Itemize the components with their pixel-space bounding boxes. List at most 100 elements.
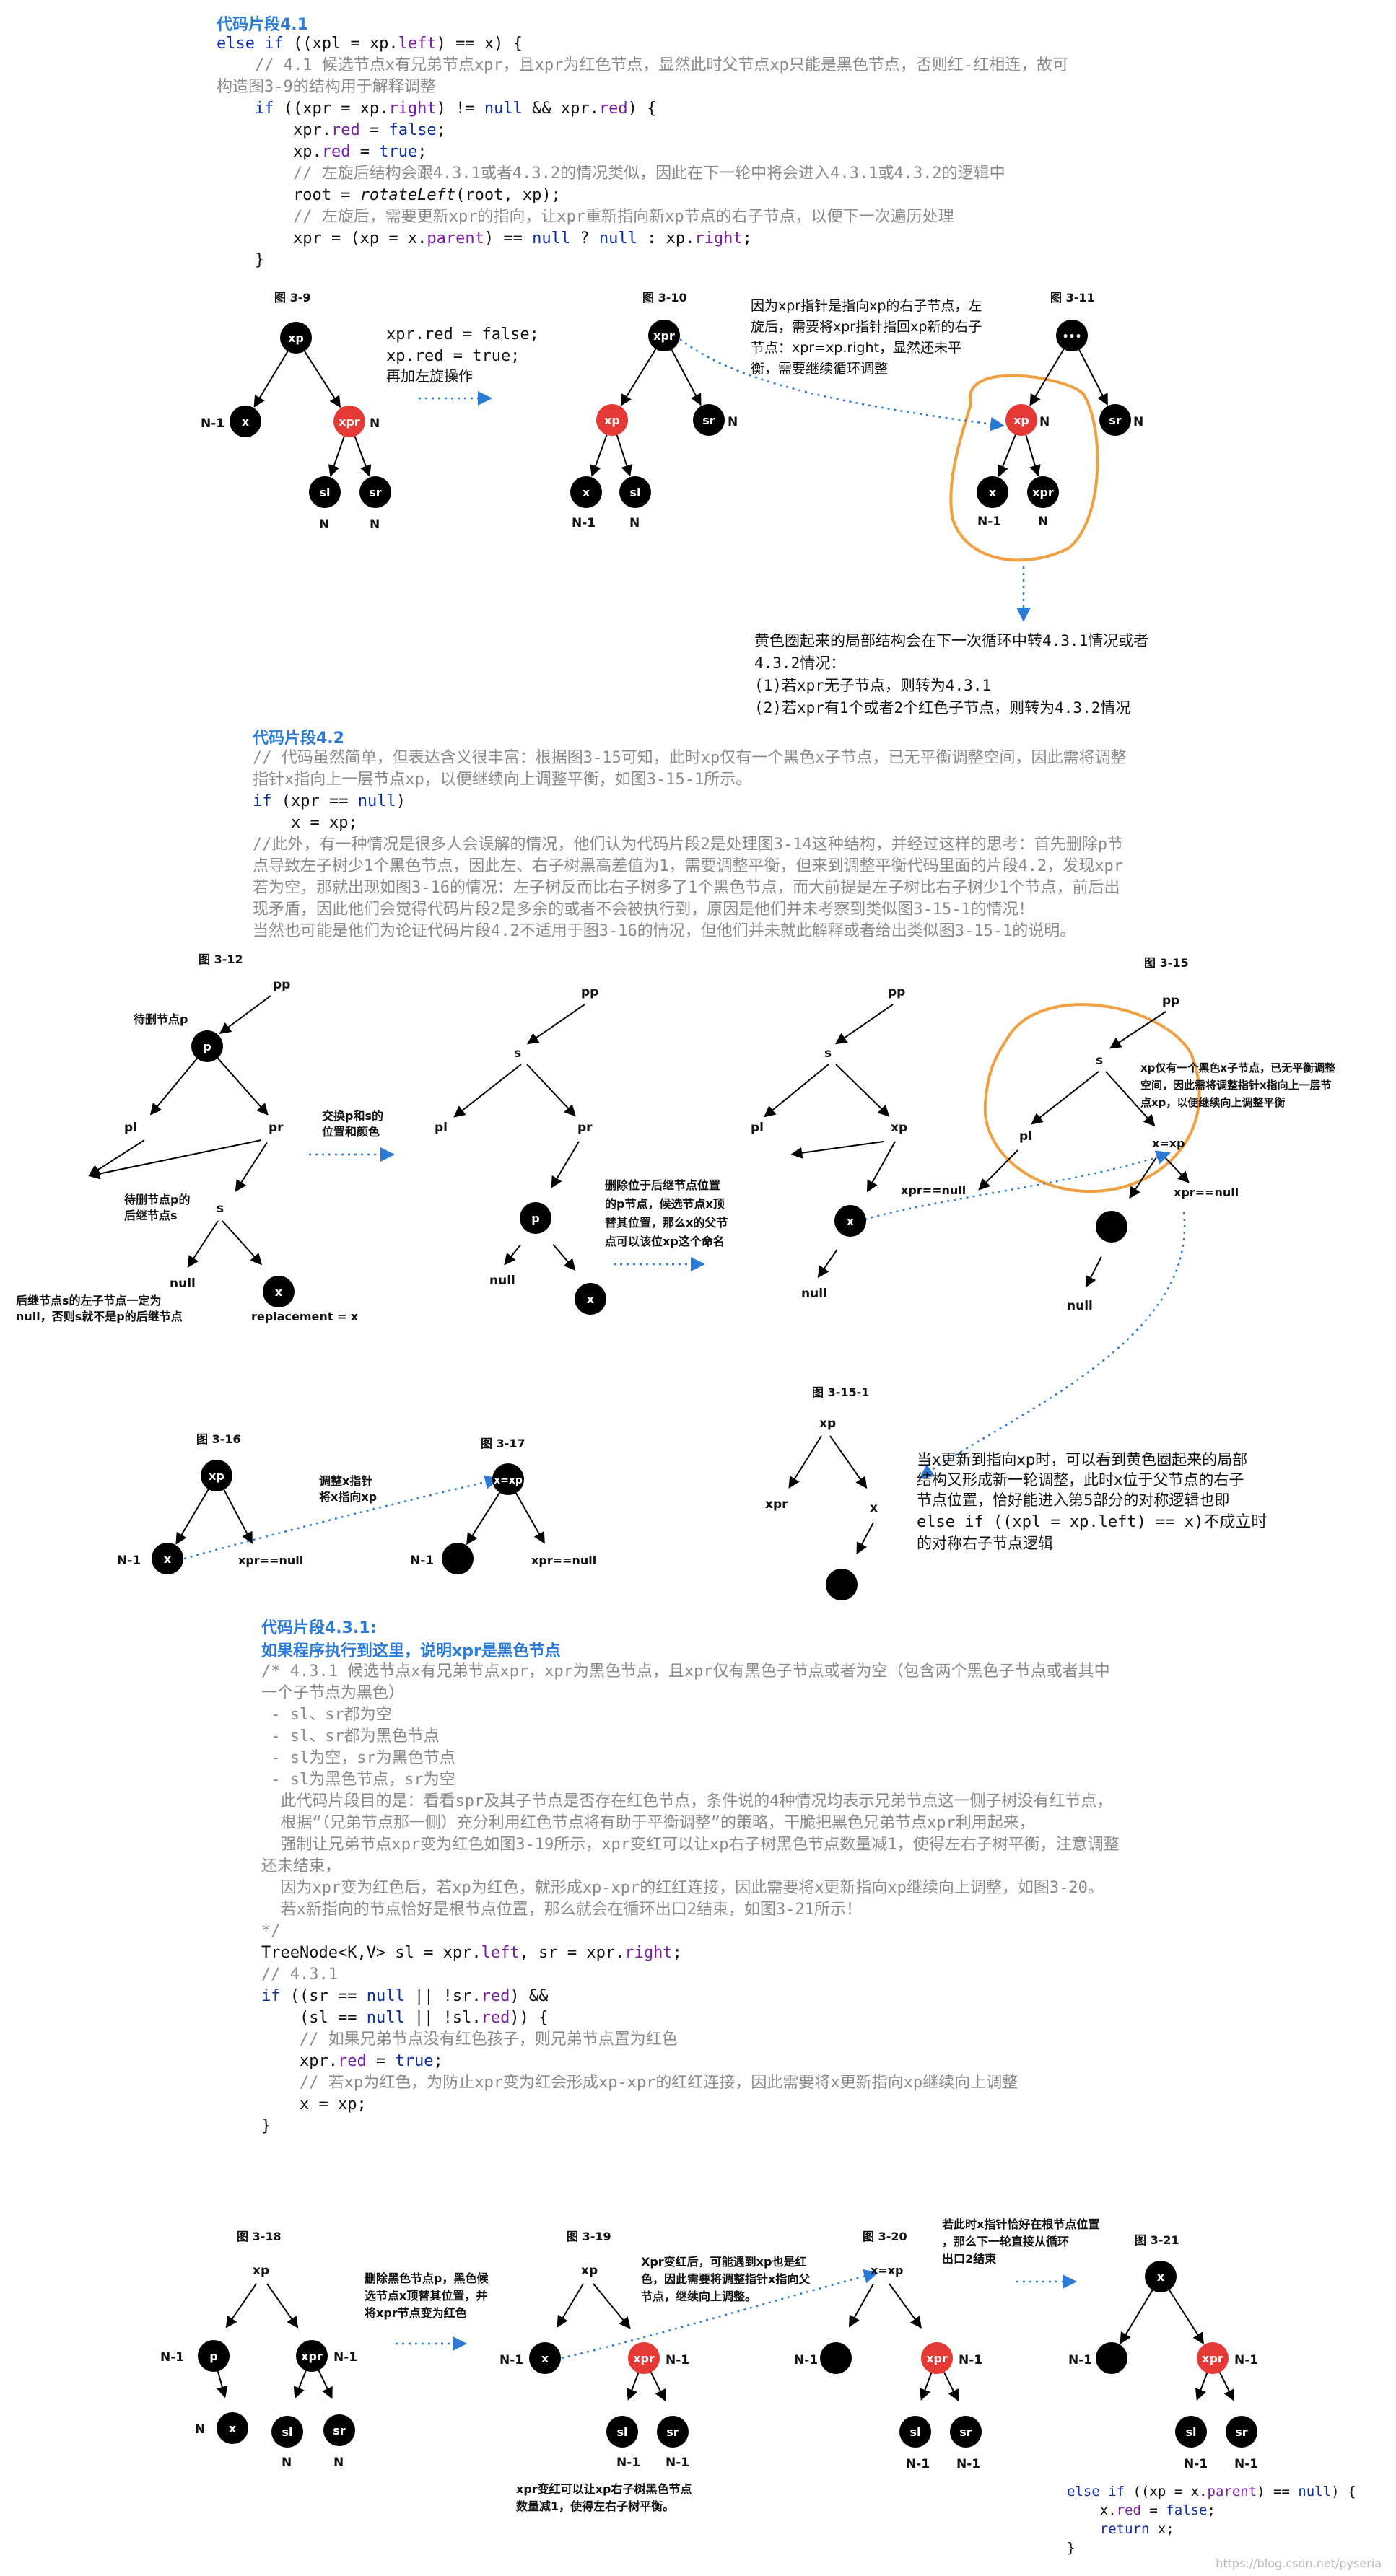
node-label: sr	[959, 2425, 972, 2439]
diagram-label: N-1	[666, 2353, 689, 2367]
node-label: xp	[1013, 413, 1029, 427]
code-line: 构造图3-9的结构用于解释调整	[217, 78, 436, 96]
diagram-label: N	[319, 517, 329, 532]
tree-edge	[835, 1064, 890, 1117]
diagram-label: xpr==null	[531, 1554, 596, 1567]
code-block-4-1: else if ((xpl = xp.left) == x) { // 4.1 …	[217, 33, 1068, 271]
figure-label-3-21: 图 3-21	[1135, 2233, 1179, 2247]
node-x_eq_xp	[492, 1463, 524, 1495]
node-p	[191, 1030, 223, 1062]
tree-edge	[526, 1064, 576, 1117]
node-xpr	[296, 2340, 328, 2372]
node-x	[570, 476, 602, 508]
diagram-label: 节点位置，恰好能进入第5部分的对称逻辑也即	[917, 1491, 1229, 1509]
tree-edge	[848, 2283, 874, 2328]
figure-label-3-15: 图 3-15	[1144, 956, 1189, 970]
node-label: sr	[702, 413, 715, 427]
code-line: // 4.3.1	[261, 1966, 338, 1984]
tree-edge	[293, 2370, 307, 2399]
code-line: x.red = false;	[1067, 2502, 1216, 2518]
arrow-xpr-move	[679, 338, 1005, 431]
diagram-label: xp仅有一个黑色x子节点，已无平衡调整	[1140, 1061, 1335, 1074]
tree-edge	[1029, 349, 1065, 406]
tree-edge	[978, 1149, 1018, 1191]
tree-edge	[217, 1057, 269, 1116]
tree-edge	[88, 1139, 262, 1180]
tree-edge	[788, 1435, 822, 1489]
tree-edge	[515, 1492, 545, 1544]
diagram-label: N-1	[956, 2457, 980, 2471]
code-line: 根据“（兄弟节点那一侧）充分利用红色节点将有助于平衡调整”的策略，干脆把黑色兄弟…	[261, 1814, 1035, 1832]
node-label: xpr	[633, 2352, 655, 2365]
diagram-label: Xpr变红后，可能遇到xp也是红	[641, 2255, 806, 2269]
node-label: x	[587, 1292, 595, 1306]
node-sr	[1099, 404, 1131, 436]
diagram-label: 调整x指针	[319, 1474, 372, 1488]
diagram-label: null	[801, 1287, 827, 1301]
diagram-label: 结构又形成新一轮调整，此时x位于父节点的右子	[917, 1471, 1244, 1489]
code-line: - sl、sr都为黑色节点	[261, 1727, 440, 1745]
diagram-label: N-1	[906, 2457, 930, 2471]
tree-edge	[1163, 1155, 1190, 1183]
code-line: if (xpr == null)	[253, 792, 406, 810]
code-line: xp.red = true;	[217, 143, 427, 161]
node-sl	[309, 476, 341, 508]
diagram-label: xp	[819, 1416, 836, 1431]
diagram-label: xpr.red = false;	[386, 325, 539, 343]
figure-label-3-10: 图 3-10	[642, 291, 687, 305]
node-sl	[271, 2416, 303, 2448]
diagram-label: null，否则s就不是p的后继节点	[16, 1310, 183, 1323]
node-sr	[359, 476, 391, 508]
section-title-4-3-1: 代码片段4.3.1:	[261, 1619, 377, 1637]
code-line: }	[261, 2117, 271, 2135]
tree-edge	[1031, 1071, 1099, 1125]
node-x	[230, 406, 261, 437]
diagram-label: x	[870, 1501, 878, 1515]
diagram-label: 旋后，需要将xpr指针指回xp新的右子	[751, 319, 982, 335]
diagram-label: null	[170, 1276, 196, 1291]
node-sr	[693, 404, 725, 436]
diagram-label: 当x更新到指向xp时，可以看到黄色圈起来的局部	[917, 1451, 1247, 1468]
diagram-label: 后继节点s的左子节点一定为	[16, 1294, 162, 1307]
node-black-x	[1096, 1211, 1127, 1243]
node-label: x	[1157, 2270, 1165, 2284]
node-sr	[950, 2416, 982, 2448]
node-p	[198, 2340, 230, 2372]
node-label: •••	[1063, 331, 1082, 343]
code-line: x = xp;	[253, 814, 358, 832]
node-label: xp	[604, 413, 620, 427]
node-label: xpr	[653, 329, 675, 343]
tree-edge	[1218, 2372, 1235, 2401]
node-label: x	[242, 415, 250, 429]
code-block-4-2: // 代码虽然简单，但表达含义很丰富：根据图3-15可知，此时xp仅有一个黑色x…	[253, 748, 1126, 942]
node-label: sl	[909, 2425, 920, 2439]
node-label: sl	[616, 2425, 627, 2439]
tree-edge	[834, 1004, 894, 1045]
node-x	[977, 476, 1008, 508]
diagram-label: N-1	[333, 2350, 357, 2365]
diagram-label: 节点：xpr=xp.right，显然还未平	[751, 340, 961, 356]
diagram-label: N-1	[794, 2353, 818, 2367]
tree-edge	[764, 1064, 829, 1118]
node-label: sr	[666, 2425, 679, 2439]
tree-edge	[318, 2370, 333, 2399]
diagram-label: 位置和颜色	[322, 1125, 380, 1139]
node-label: x	[583, 486, 590, 499]
code-line: 若x新指向的节点恰好是根节点位置，那么就会在循环出口2结束，如图3-21所示！	[261, 1901, 862, 1919]
tree-edge	[328, 436, 345, 477]
diagram-label: 数量减1，使得左右子树平衡。	[516, 2500, 674, 2513]
node-xpr	[1027, 476, 1059, 508]
diagram-label: 将x指向xp	[319, 1490, 377, 1504]
diagram-label: xp	[253, 2264, 269, 2278]
diagram-label: 选节点x顶替其位置，并	[365, 2289, 487, 2303]
node-label: x	[989, 486, 997, 499]
figure-label-3-18: 图 3-18	[237, 2230, 282, 2243]
tree-edge	[616, 434, 632, 477]
tree-edge	[466, 1492, 501, 1546]
diagram-label: pp	[273, 978, 290, 992]
diagram-label: N	[1133, 415, 1143, 429]
diagram-label: s	[514, 1046, 521, 1061]
section-subtitle-4-3-1: 如果程序执行到这里，说明xpr是黑色节点	[261, 1642, 561, 1660]
node-xpr	[648, 320, 680, 351]
tree-edge	[88, 1139, 145, 1176]
